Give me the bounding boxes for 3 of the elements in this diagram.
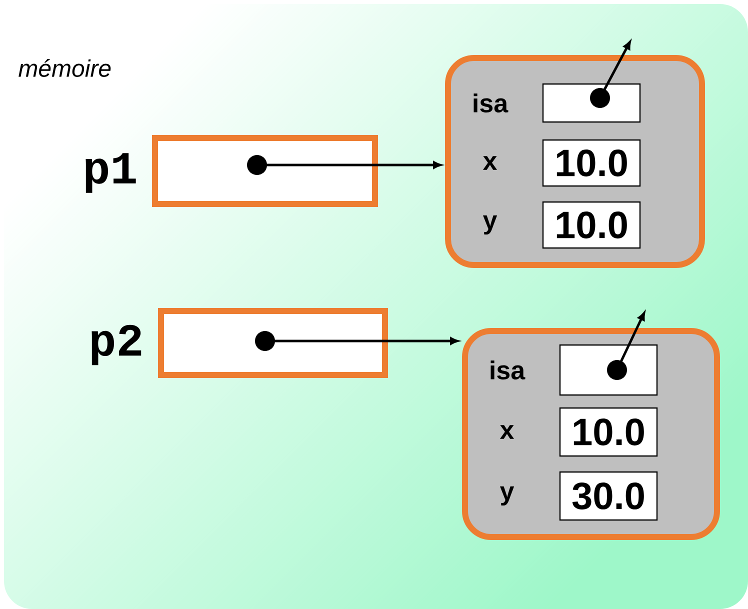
variable-name: p1 — [86, 153, 136, 193]
panel-title: mémoire — [18, 59, 111, 77]
variable-name: p2 — [92, 324, 142, 366]
